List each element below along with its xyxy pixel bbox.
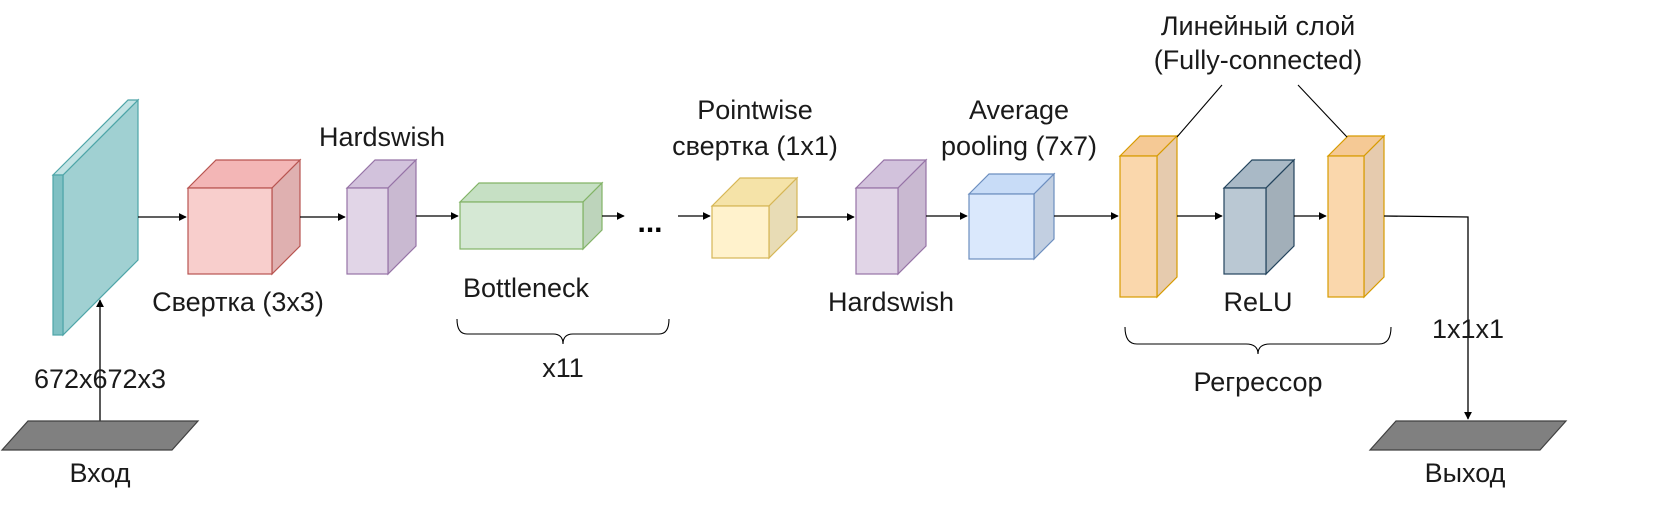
input-size-label: 672x672x3 — [34, 364, 166, 394]
avgpool-block — [967, 172, 1056, 261]
ellipsis: ... — [637, 206, 662, 239]
repeat-label: x11 — [542, 353, 584, 383]
output-label: Выход — [1425, 458, 1506, 488]
output-plate — [1368, 420, 1568, 451]
conv3x3-block — [186, 158, 302, 276]
arrow-fc-to-output — [1383, 215, 1472, 420]
linear-layer-callout-right — [1297, 84, 1348, 138]
linear-layer-callout-left — [1176, 84, 1223, 138]
pointwise-label-line1: Pointwise — [697, 95, 813, 125]
linear-layer-label-line2: (Fully-connected) — [1154, 45, 1363, 75]
relu-label: ReLU — [1223, 287, 1292, 317]
hardswish-label-2: Hardswish — [828, 287, 954, 317]
flow-arrows — [96, 212, 1472, 421]
input-feature-map — [51, 98, 140, 337]
hardswish-block-2 — [854, 158, 928, 276]
input-plate — [0, 420, 200, 451]
hardswish-block-1 — [345, 158, 418, 276]
relu-block — [1222, 158, 1296, 276]
hardswish-label-1: Hardswish — [319, 122, 445, 152]
input-label: Вход — [69, 458, 130, 488]
bottleneck-block — [458, 181, 604, 251]
pointwise-conv-block — [710, 176, 799, 260]
avgpool-label-line1: Average — [969, 95, 1069, 125]
avgpool-label-line2: pooling (7x7) — [941, 131, 1097, 161]
bottleneck-brace — [456, 318, 670, 345]
conv3x3-label: Свертка (3x3) — [152, 287, 324, 317]
output-size-label: 1x1x1 — [1432, 314, 1504, 344]
fc-block-1 — [1118, 134, 1179, 299]
regressor-brace — [1124, 326, 1392, 355]
bottleneck-label: Bottleneck — [463, 273, 590, 303]
pointwise-label-line2: свертка (1x1) — [672, 131, 838, 161]
linear-layer-label-line1: Линейный слой — [1161, 11, 1355, 41]
regressor-label: Регрессор — [1193, 367, 1322, 397]
fc-block-2 — [1326, 134, 1386, 299]
